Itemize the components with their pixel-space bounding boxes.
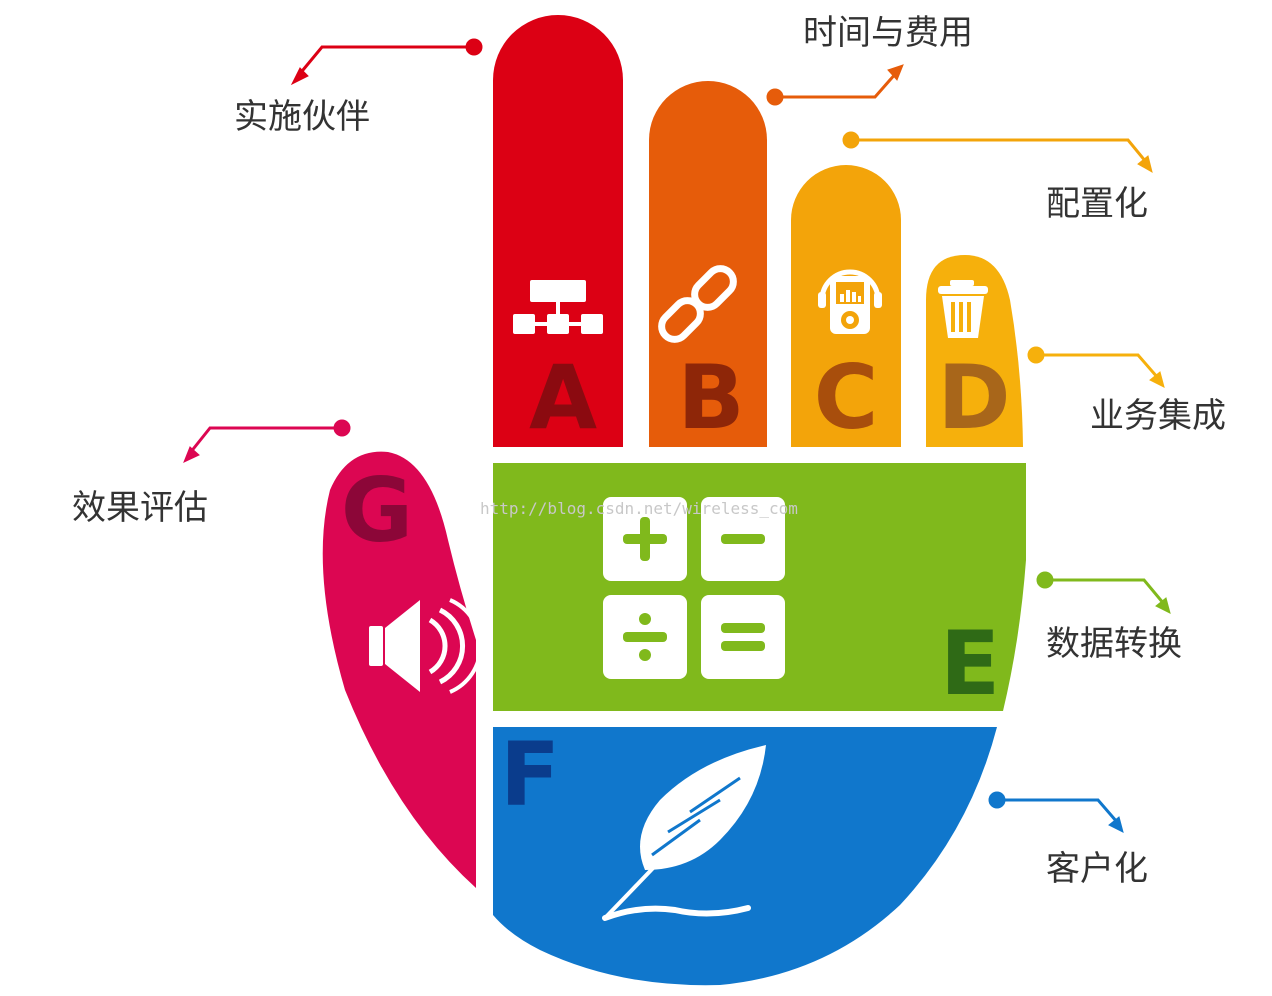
callout-f [988,791,1124,833]
trash-can-icon [938,280,988,338]
letter-c: C [814,346,879,449]
chain-link-icon [658,265,737,343]
calculator-icon [603,497,785,679]
palm-section-f [493,727,997,986]
finger-section-a [493,15,623,447]
label-f: 客户化 [1046,849,1148,889]
letter-a: A [529,346,597,449]
callout-d [1027,346,1165,388]
callout-e [1036,571,1171,614]
callout-b [766,64,904,106]
label-d: 业务集成 [1090,396,1226,436]
label-a: 实施伙伴 [234,97,370,137]
watermark-text: http://blog.csdn.net/wireless_com [480,499,798,518]
label-g: 效果评估 [72,488,208,528]
minus-icon [721,534,765,544]
label-b: 时间与费用 [803,13,973,53]
letter-g: G [341,459,413,562]
sitemap-icon [513,280,603,334]
letter-b: B [677,346,744,449]
callout-c [842,131,1153,174]
letter-e: E [940,612,1000,715]
feather-icon [602,745,766,921]
label-e: 数据转换 [1046,624,1182,664]
callout-a [290,38,483,86]
letter-d: D [937,346,1010,449]
label-c: 配置化 [1046,184,1148,224]
speaker-icon [369,598,483,694]
finger-section-b [649,81,767,447]
media-player-icon [818,269,882,334]
callout-g [183,419,351,463]
equals-icon [721,623,765,633]
letter-f: F [500,723,560,826]
divide-icon [623,632,667,642]
